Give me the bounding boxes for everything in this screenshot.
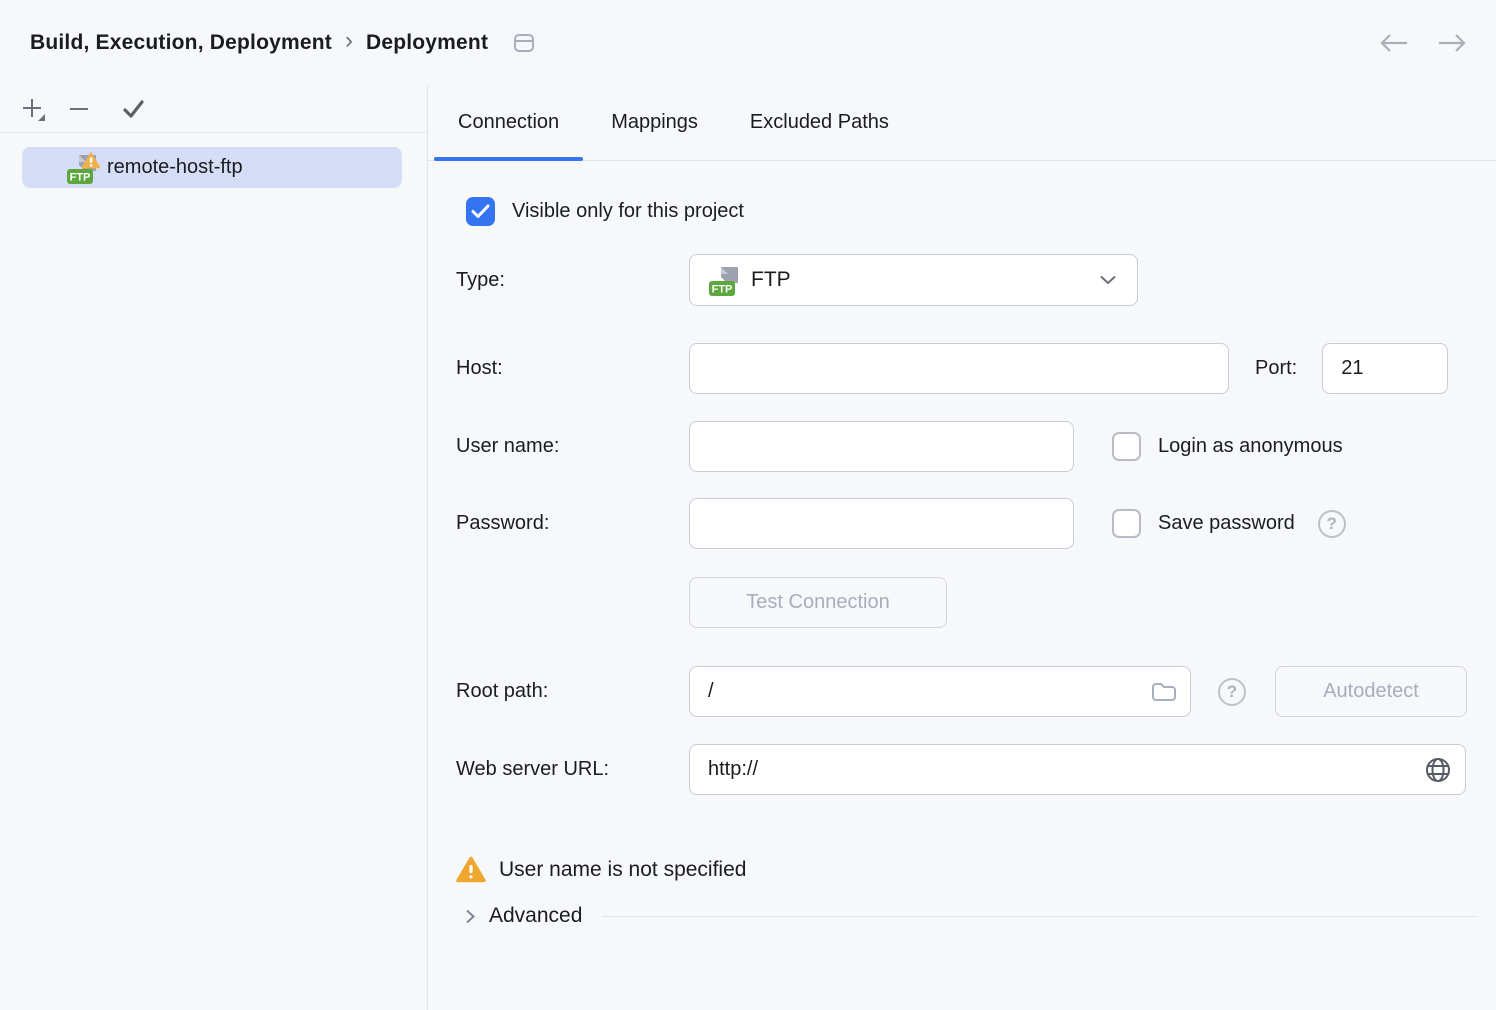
advanced-section-toggle[interactable]: Advanced [489,904,583,927]
server-list: FTP remote-host-ftp [0,133,427,188]
forward-arrow-icon[interactable] [1434,30,1470,56]
root-path-input[interactable] [689,666,1191,717]
svg-text:FTP: FTP [70,171,91,183]
username-input[interactable] [689,421,1074,472]
test-connection-button[interactable]: Test Connection [689,577,947,628]
type-select[interactable]: FTP FTP [689,254,1138,306]
add-server-button[interactable] [10,92,56,126]
ftp-type-icon: FTP [709,267,738,296]
autodetect-button[interactable]: Autodetect [1275,666,1467,717]
type-selected-value: FTP [751,268,791,291]
validation-warning-text: User name is not specified [499,857,747,881]
history-navigation [1376,30,1470,56]
warning-icon [456,856,486,883]
type-label: Type: [456,268,505,291]
svg-text:FTP: FTP [712,284,733,296]
settings-header: Build, Execution, Deployment › Deploymen… [0,0,1496,85]
login-anonymous-checkbox[interactable] [1112,432,1141,461]
root-path-help-icon[interactable]: ? [1218,677,1246,706]
save-password-help-icon[interactable]: ? [1317,509,1346,538]
page-title: Deployment [365,30,489,54]
server-list-toolbar [0,85,427,133]
host-label: Host: [456,357,503,379]
visible-only-checkbox[interactable] [466,197,495,226]
breadcrumb-chevron-icon: › [344,27,353,54]
tab-bar: Connection Mappings Excluded Paths [428,85,1496,161]
breadcrumb-section[interactable]: Build, Execution, Deployment [30,30,332,54]
port-label: Port: [1255,357,1298,379]
deployment-settings-panel: Connection Mappings Excluded Paths Visib… [428,85,1496,1010]
save-password-label: Save password [1158,512,1295,534]
visible-only-label: Visible only for this project [512,200,744,222]
folder-browse-icon[interactable] [1150,680,1178,704]
server-name-label: remote-host-ftp [107,156,243,178]
ftp-server-warning-icon: FTP [67,151,100,184]
tab-connection[interactable]: Connection [432,85,585,161]
remove-server-button[interactable] [56,92,102,126]
copy-settings-path-icon[interactable] [513,33,535,53]
username-label: User name: [456,435,560,457]
save-password-checkbox[interactable] [1112,509,1141,538]
login-anonymous-label: Login as anonymous [1158,435,1343,457]
port-input[interactable] [1322,343,1449,394]
web-server-url-label: Web server URL: [456,758,610,780]
password-input[interactable] [689,498,1074,549]
host-input[interactable] [689,343,1229,394]
chevron-down-icon [1097,273,1119,287]
globe-icon[interactable] [1423,755,1453,785]
back-arrow-icon[interactable] [1376,30,1412,56]
web-server-url-input[interactable] [689,744,1466,795]
advanced-expand-chevron-icon[interactable] [464,907,476,926]
breadcrumb: Build, Execution, Deployment › Deploymen… [30,29,535,56]
connection-form: Visible only for this project Type: FTP … [428,161,1496,928]
server-list-panel: FTP remote-host-ftp [0,85,428,1010]
list-item-remote-host-ftp[interactable]: FTP remote-host-ftp [22,147,402,188]
tab-mappings[interactable]: Mappings [611,111,698,133]
password-label: Password: [456,512,550,534]
root-path-label: Root path: [456,680,549,702]
use-as-default-button[interactable] [110,92,156,126]
tab-excluded-paths[interactable]: Excluded Paths [749,111,889,133]
advanced-separator-line [602,915,1476,917]
